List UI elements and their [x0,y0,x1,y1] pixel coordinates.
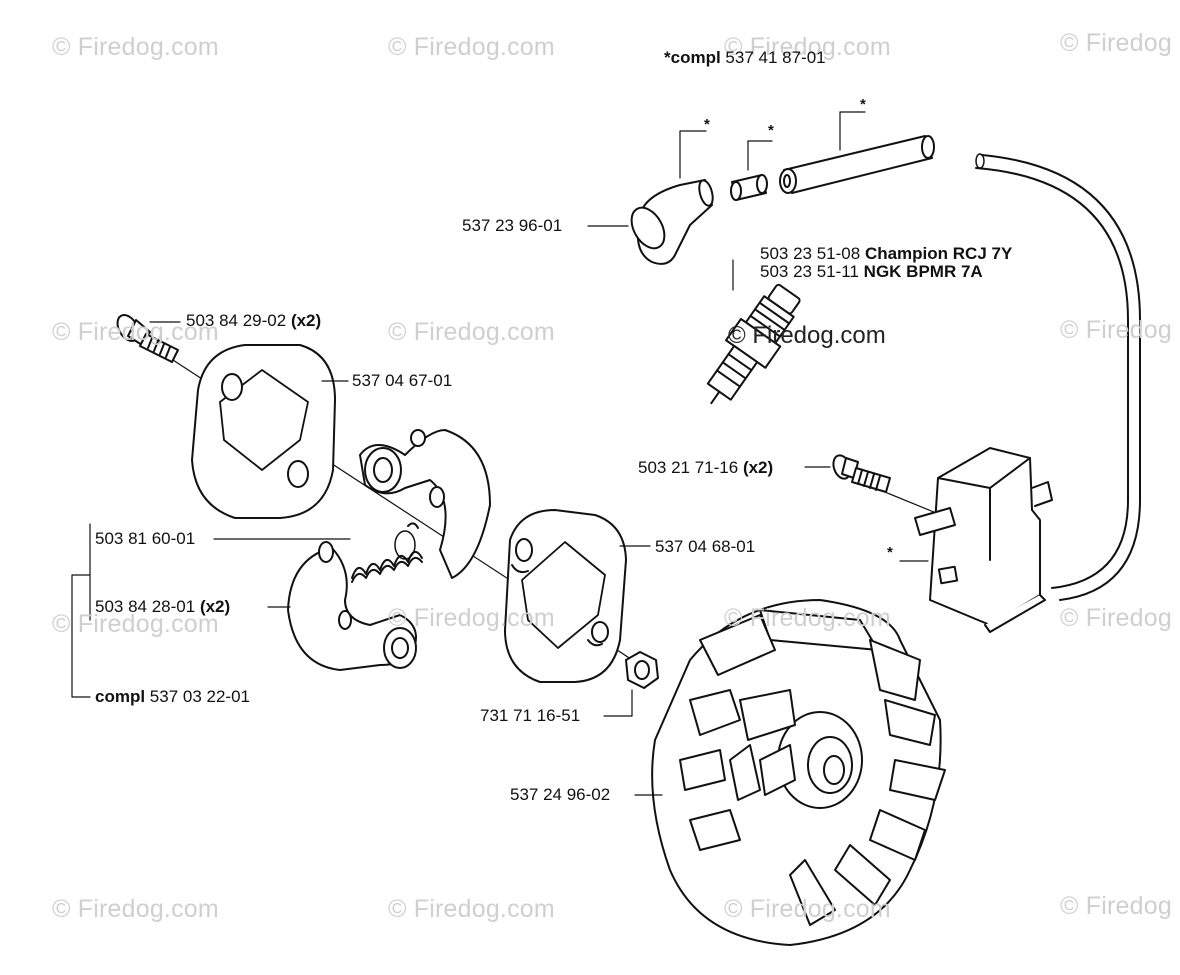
label-boot: 537 23 96-01 [462,216,563,235]
label-plate-2: 537 04 68-01 [655,537,756,556]
boot-asterisk-leader [679,130,707,179]
label-compl-clutch-prefix: compl [95,687,146,706]
asterisk-tube: * [860,96,866,113]
asterisk-ferrule: * [768,122,774,139]
flywheel [651,599,946,946]
tube-asterisk-leader [839,111,866,151]
watermark-8: © Firedog.com [52,610,219,638]
asterisk-coil: * [887,544,893,561]
watermark-14: © Firedog.com [724,895,891,923]
watermark-6: © Firedog.com [388,318,555,346]
asterisk-boot: * [704,116,710,133]
watermark-12: © Firedog.com [52,895,219,923]
label-spark-plug-1-name: Champion RCJ 7Y [864,244,1013,263]
ferrule-asterisk-leader [747,140,773,171]
watermark-5: © Firedog.com [52,318,219,346]
watermark-13: © Firedog.com [388,895,555,923]
label-coil-screw-number: 503 21 71-16 [638,458,739,477]
spark-plug-boot [630,179,714,265]
watermark-11: © Firedog [1060,604,1172,632]
label-nut: 731 71 16-51 [480,706,581,725]
ignition-coil [914,447,1053,633]
label-coil-screw: 503 21 71-16 (x2) [638,458,773,478]
label-spark-plug-1-number: 503 23 51-08 [760,244,861,263]
label-flywheel: 537 24 96-02 [510,785,611,804]
label-plate-1: 537 04 67-01 [352,371,453,390]
watermark-9: © Firedog.com [388,604,555,632]
label-spark-plug-2-name: NGK BPMR 7A [863,262,983,281]
ignition-lead [975,153,1141,601]
label-compl-clutch-number: 537 03 22-01 [149,687,250,706]
coil-screw [832,454,891,493]
label-screw-top-number: 503 84 29-02 [186,311,287,330]
ferrule [730,174,768,201]
clutch-plate-1 [191,344,336,519]
label-screw-top-qty: (x2) [290,311,322,330]
clutch-shoe-lower [287,541,417,671]
nut-leader [603,689,633,717]
label-shoe-number: 503 84 28-01 [95,597,196,616]
label-spark-plug-1: 503 23 51-08 Champion RCJ 7Y [760,244,1012,264]
clutch-shoe-upper [359,429,491,579]
clutch-spring [351,522,423,583]
protective-tube [779,135,935,194]
screw-top [116,314,179,363]
label-compl-top-prefix: *compl [664,48,721,67]
label-compl-top: *compl 537 41 87-01 [664,48,826,68]
label-compl-top-number: 537 41 87-01 [725,48,826,67]
watermark-2: © Firedog.com [388,33,555,61]
label-shoe-qty: (x2) [199,597,231,616]
watermark-15: © Firedog [1060,892,1172,920]
label-coil-screw-qty: (x2) [742,458,774,477]
label-screw-top: 503 84 29-02 (x2) [186,311,321,331]
watermark-1: © Firedog.com [52,33,219,61]
watermark-7: © Firedog [1060,316,1172,344]
label-spring: 503 81 60-01 [95,529,196,548]
watermark-3: © Firedog.com [724,33,891,61]
watermark-10: © Firedog.com [724,604,891,632]
label-compl-clutch: compl 537 03 22-01 [95,687,250,707]
spark-plug [706,283,801,405]
label-spark-plug-2-number: 503 23 51-11 [760,262,859,281]
label-shoe: 503 84 28-01 (x2) [95,597,230,617]
watermark-4: © Firedog [1060,29,1172,57]
label-spark-plug-2: 503 23 51-11 NGK BPMR 7A [760,262,983,282]
nut [625,651,659,689]
clutch-group-bracket [71,523,91,698]
clutch-plate-2 [504,509,627,683]
watermark-center: © Firedog.com [728,322,886,349]
